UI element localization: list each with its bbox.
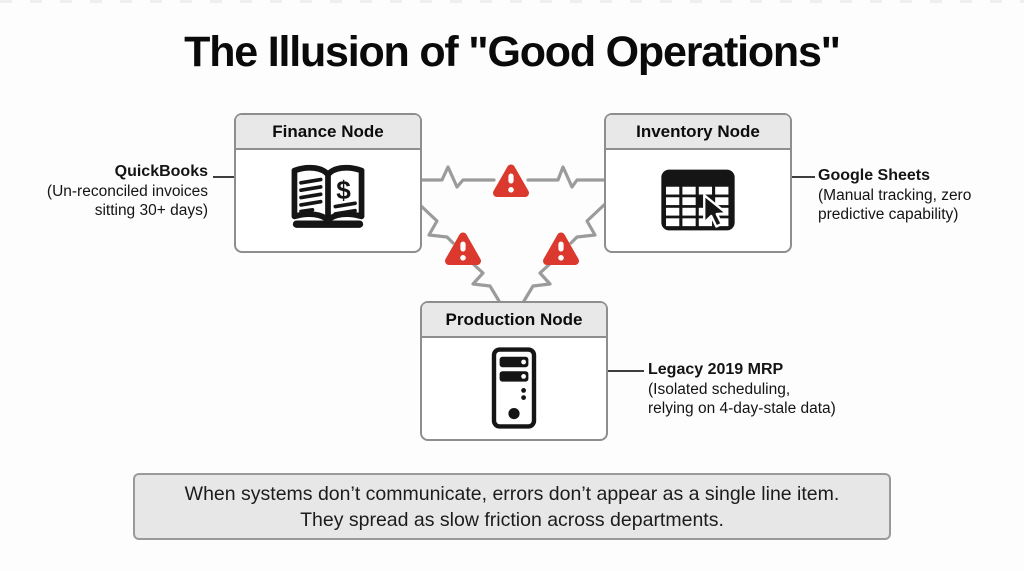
- summary-banner-line2: They spread as slow friction across depa…: [300, 508, 724, 531]
- callout-quickbooks-line1: (Un-reconciled invoices: [46, 182, 208, 200]
- warning-triangle-icon: [445, 232, 481, 265]
- finance-node-box: Finance Node $: [234, 113, 422, 253]
- warning-triangle-icon: [543, 232, 579, 265]
- spreadsheet-cursor-icon: [661, 169, 735, 231]
- connector-finance-inventory-left: [417, 165, 496, 189]
- inventory-node-body: [606, 150, 790, 250]
- connector-finance-inventory-right: [526, 165, 606, 189]
- callout-quickbooks-line2: sitting 30+ days): [94, 202, 208, 219]
- inventory-node-box: Inventory Node: [604, 113, 792, 253]
- callout-google-sheets-line1: (Manual tracking, zero: [818, 186, 972, 204]
- connector-finance-production-upper: [418, 203, 455, 245]
- connector-finance-production-lower: [469, 260, 501, 303]
- callout-legacy-mrp-line1: (Isolated scheduling,: [648, 380, 791, 398]
- server-tower-icon: [491, 347, 537, 429]
- callout-quickbooks: QuickBooks (Un-reconciled invoices sitti…: [14, 162, 208, 221]
- callout-google-sheets-line2: predictive capability): [818, 206, 959, 223]
- top-edge-artifact: [0, 0, 1024, 3]
- connector-inventory-production-lower: [522, 260, 554, 303]
- cursor-arrow-icon: [703, 194, 728, 228]
- finance-node-body: $: [236, 150, 420, 250]
- page-title: The Illusion of "Good Operations": [184, 28, 841, 76]
- finance-node-header: Finance Node: [236, 115, 420, 150]
- summary-banner-line1: When systems don’t communicate, errors d…: [184, 482, 840, 505]
- warning-triangle-icon: [493, 164, 529, 197]
- callout-legacy-mrp-title: Legacy 2019 MRP: [648, 361, 784, 378]
- callout-legacy-mrp: Legacy 2019 MRP (Isolated scheduling, re…: [648, 360, 888, 419]
- callout-quickbooks-title: QuickBooks: [114, 163, 208, 180]
- callout-google-sheets: Google Sheets (Manual tracking, zero pre…: [818, 166, 1023, 225]
- production-node-header: Production Node: [422, 303, 606, 338]
- dollar-glyph: $: [336, 175, 351, 205]
- production-node-body: [422, 338, 606, 438]
- summary-banner: When systems don’t communicate, errors d…: [133, 473, 891, 540]
- connector-inventory-production-upper: [569, 203, 606, 245]
- callout-google-sheets-title: Google Sheets: [818, 167, 931, 184]
- ledger-book-icon: $: [291, 164, 365, 228]
- production-node-box: Production Node: [420, 301, 608, 441]
- callout-legacy-mrp-line2: relying on 4-day-stale data): [648, 400, 836, 417]
- inventory-node-header: Inventory Node: [606, 115, 790, 150]
